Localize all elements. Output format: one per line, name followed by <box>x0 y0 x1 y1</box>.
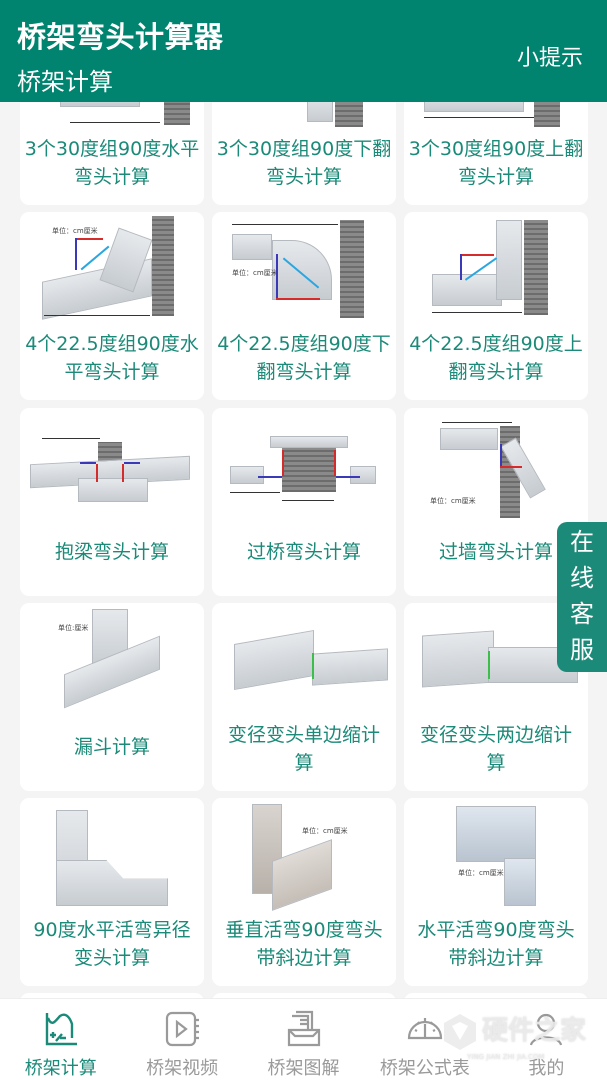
page-subtitle: 桥架计算 <box>17 68 113 96</box>
nav-label: 桥架计算 <box>24 1058 97 1079</box>
card-vertical-90-bevel[interactable]: 单位：cm厘米 垂直活弯90度弯头带斜边计算 <box>212 798 396 986</box>
card-label: 4个22.5度组90度上翻弯头计算 <box>409 333 583 383</box>
card-bridge-cross[interactable]: 过桥弯头计算 <box>212 408 396 596</box>
card-funnel[interactable]: 单位:厘米 漏斗计算 <box>20 603 204 791</box>
diagram-image <box>20 798 204 918</box>
card-label: 3个30度组90度上翻弯头计算 <box>408 138 584 188</box>
card-wall-cross[interactable]: 单位：cm厘米 过墙弯头计算 <box>404 408 588 596</box>
gauge-icon <box>405 1010 445 1048</box>
online-service-button[interactable]: 在 线 客 服 <box>557 522 607 672</box>
card-4x22-down[interactable]: 单位：cm厘米 4个22.5度组90度下翻弯头计算 <box>212 212 396 400</box>
diagram-image <box>20 408 204 528</box>
nav-tab-formulas[interactable]: 桥架公式表 <box>364 999 485 1080</box>
nav-tab-profile[interactable]: 我的 <box>486 999 607 1080</box>
card-90-horizontal-reducer[interactable]: 90度水平活弯异径变头计算 <box>20 798 204 986</box>
card-label: 4个22.5度组90度水平弯头计算 <box>25 333 199 383</box>
diagram-image: 单位：cm厘米 <box>20 212 204 332</box>
diagram-image <box>212 603 396 723</box>
bottom-nav: 桥架计算 桥架视频 桥架图解 <box>0 998 607 1080</box>
user-icon <box>526 1010 566 1048</box>
card-label: 垂直活弯90度弯头带斜边计算 <box>225 919 383 969</box>
card-beam-wrap[interactable]: 抱梁弯头计算 <box>20 408 204 596</box>
card-reducer-single[interactable]: 变径变头单边缩计算 <box>212 603 396 791</box>
card-label: 90度水平活弯异径变头计算 <box>33 919 191 969</box>
nav-label: 桥架公式表 <box>379 1058 470 1079</box>
chart-calc-icon <box>41 1010 81 1048</box>
diagram-image: 单位：cm厘米 <box>212 798 396 918</box>
card-label: 3个30度组90度下翻弯头计算 <box>216 138 392 188</box>
card-4x22-horizontal[interactable]: 单位：cm厘米 4个22.5度组90度水平弯头计算 <box>20 212 204 400</box>
nav-label: 桥架图解 <box>267 1058 340 1079</box>
diagram-image: 单位：cm厘米 <box>404 408 588 528</box>
card-label: 变径变头两边缩计算 <box>419 724 572 774</box>
nav-tab-calculate[interactable]: 桥架计算 <box>0 999 121 1080</box>
card-label: 变径变头单边缩计算 <box>227 724 380 774</box>
app-title: 桥架弯头计算器 <box>17 20 224 54</box>
nav-tab-video[interactable]: 桥架视频 <box>121 999 242 1080</box>
diagram-image: 单位:厘米 <box>20 603 204 723</box>
document-tray-icon <box>284 1010 324 1048</box>
card-label: 漏斗计算 <box>73 736 150 758</box>
nav-label: 桥架视频 <box>146 1058 219 1079</box>
diagram-image: 单位：cm厘米 <box>404 798 588 918</box>
card-4x22-up[interactable]: 4个22.5度组90度上翻弯头计算 <box>404 212 588 400</box>
video-play-icon <box>162 1010 202 1048</box>
card-label: 抱梁弯头计算 <box>54 541 169 563</box>
app-header: 桥架弯头计算器 桥架计算 小提示 <box>0 0 607 102</box>
diagram-image: 单位：cm厘米 <box>212 212 396 332</box>
card-label: 4个22.5度组90度下翻弯头计算 <box>217 333 391 383</box>
diagram-image <box>212 408 396 528</box>
nav-label: 我的 <box>528 1058 565 1079</box>
diagram-image <box>404 212 588 332</box>
card-label: 3个30度组90度水平弯头计算 <box>24 138 200 188</box>
card-label: 水平活弯90度弯头带斜边计算 <box>417 919 575 969</box>
card-label: 过墙弯头计算 <box>438 541 553 563</box>
nav-tab-diagrams[interactable]: 桥架图解 <box>243 999 364 1080</box>
card-horizontal-90-bevel[interactable]: 单位：cm厘米 水平活弯90度弯头带斜边计算 <box>404 798 588 986</box>
tips-button[interactable]: 小提示 <box>516 46 583 71</box>
card-label: 过桥弯头计算 <box>246 541 361 563</box>
